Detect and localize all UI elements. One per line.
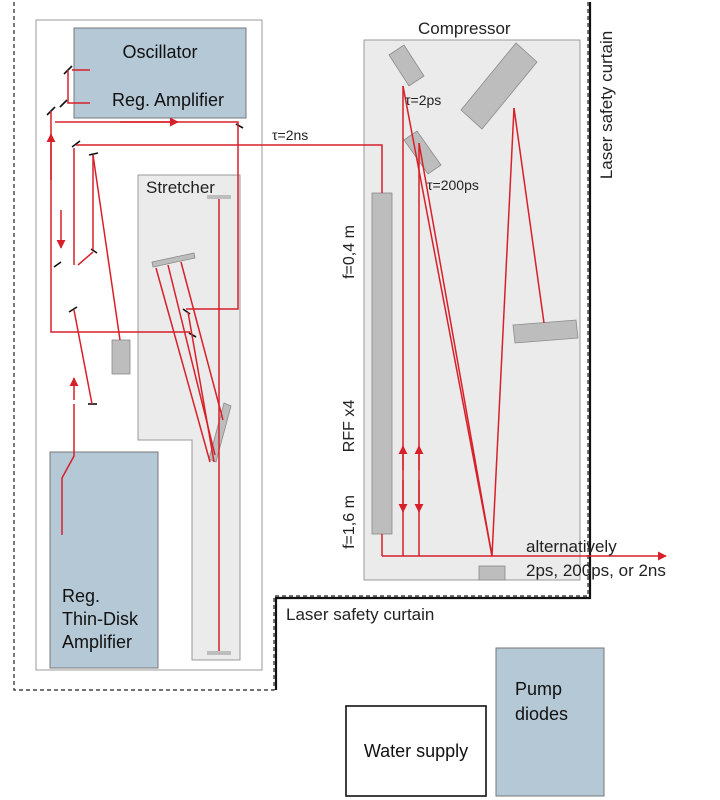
compressor-enclosure: [363, 39, 581, 581]
beam-path: [67, 70, 90, 104]
beam-path: [50, 111, 190, 333]
rff-lens-stack: [371, 192, 393, 535]
beam-path: [167, 264, 216, 456]
beam-path: [402, 85, 493, 557]
output-options-label: 2ps, 200ps, or 2ns: [526, 561, 666, 580]
mirror-mark: [235, 123, 244, 129]
compressor-grating-large: [460, 42, 538, 130]
thin-disk-label-line1: Reg.: [62, 586, 100, 606]
thin-disk-label-line2: Thin-Disk: [62, 609, 139, 629]
compressor-pickoff-mirror: [478, 565, 506, 581]
laser-safety-curtain-line: [274, 2, 592, 690]
mirror-mark: [90, 248, 98, 254]
stretcher-mirror: [208, 402, 232, 463]
thin-disk-amplifier-module: [49, 451, 159, 669]
stretcher-label: Stretcher: [146, 178, 215, 197]
reg-amplifier-label: Reg. Amplifier: [112, 90, 224, 110]
stretcher-top-mirror: [207, 195, 231, 199]
mirror-mark: [53, 261, 62, 268]
beam-path: [73, 309, 93, 405]
tau-200ps-label: τ=200ps: [427, 177, 479, 193]
compressor-label: Compressor: [418, 19, 511, 38]
pump-diodes-label-line1: Pump: [515, 679, 562, 699]
oscillator-module: [73, 27, 247, 119]
compressor-end-mirror: [512, 319, 579, 344]
mirror-mark: [71, 140, 81, 148]
beam-path: [155, 267, 211, 463]
tau-2ns-label: τ=2ns: [272, 127, 308, 143]
tau-2ps-label: τ=2ps: [405, 92, 441, 108]
stretcher-grating: [151, 252, 196, 268]
mirror-mark: [59, 99, 68, 108]
rff-x4-label: RFF x4: [341, 400, 358, 453]
oscillator-label: Oscillator: [122, 42, 197, 62]
laser-enclosure-boundary: [13, 2, 589, 691]
stretcher-bottom-mirror: [207, 651, 231, 655]
water-supply-label: Water supply: [364, 741, 468, 761]
laser-curtain-side-label: Laser safety curtain: [597, 31, 616, 179]
beam-path: [418, 142, 493, 557]
laser-curtain-bottom-label: Laser safety curtain: [286, 605, 434, 624]
beam-path: [180, 261, 224, 421]
beam-path: [92, 154, 121, 341]
amplifier-optic: [111, 339, 131, 375]
pump-diodes-label-line2: diodes: [515, 704, 568, 724]
mirror-mark: [88, 152, 99, 156]
pump-diodes-box: [495, 647, 605, 797]
beam-path: [187, 311, 215, 463]
alternatively-label: alternatively: [526, 537, 617, 556]
compressor-grating-small: [388, 44, 425, 87]
water-supply-box: [345, 705, 487, 797]
beam-path: [513, 107, 545, 324]
focal-length-04-label: f=0,4 m: [341, 225, 358, 279]
mirror-mark: [68, 306, 78, 313]
beam-path: [76, 144, 383, 193]
beam-path: [491, 107, 515, 557]
thin-disk-label-line3: Amplifier: [62, 632, 132, 652]
beam-path: [77, 251, 94, 266]
beam-path: [61, 404, 75, 535]
focal-length-16-label: f=1,6 m: [341, 495, 358, 549]
